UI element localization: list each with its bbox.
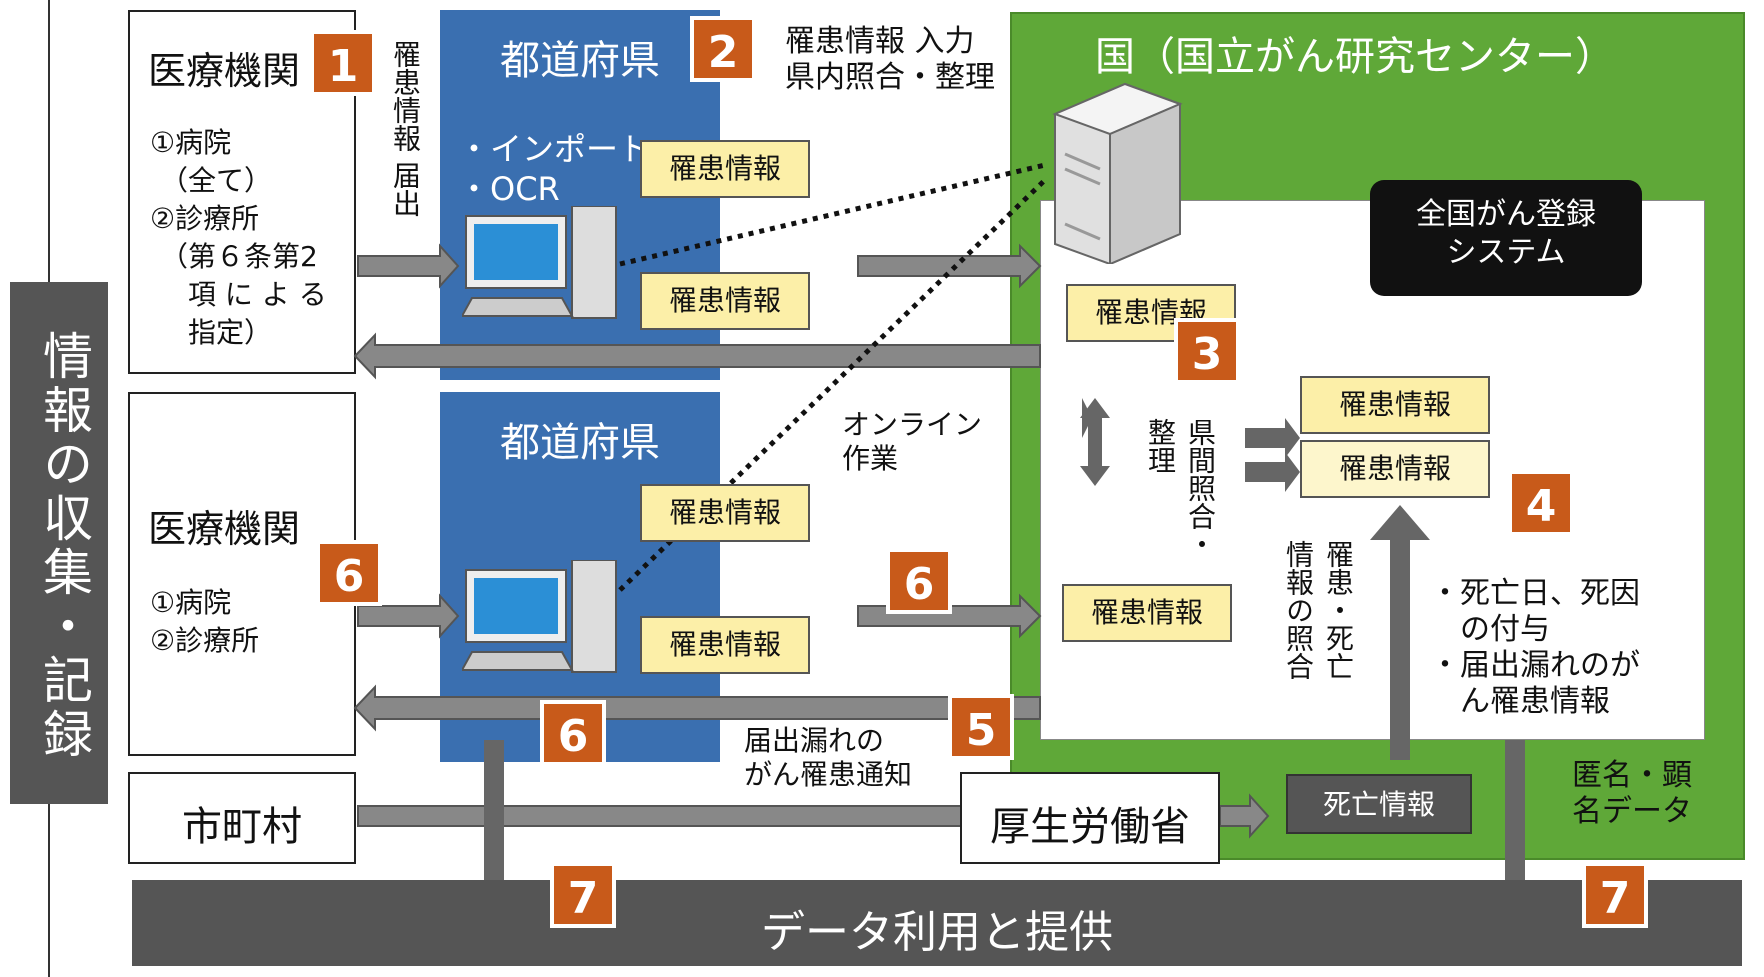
doc-prefecture-top-2: 罹患情報 [640, 272, 810, 330]
prefecture-top-title: 都道府県 [500, 38, 660, 84]
note-missing-notice: 届出漏れの がん罹患通知 [744, 724, 913, 791]
note-anon: 匿名・顕 名データ [1572, 758, 1692, 829]
badge-5: 5 [948, 694, 1014, 760]
prefecture-top-method-1: ・インポート [458, 130, 651, 168]
doc-prefecture-bottom-2: 罹患情報 [640, 616, 810, 674]
national-title: 国（国立がん研究センター） [1095, 34, 1615, 80]
badge-4: 4 [1508, 470, 1574, 536]
municipality-label: 市町村 [182, 804, 302, 850]
hospital-top-item-6: 指定） [160, 316, 273, 349]
badge-3: 3 [1174, 318, 1240, 384]
badge-6-online: 6 [886, 548, 952, 614]
prefecture-bottom-title: 都道府県 [500, 420, 660, 466]
note-online: オンライン 作業 [842, 408, 983, 475]
doc-national-merged-2: 罹患情報 [1300, 440, 1490, 498]
doc-national-merged-1: 罹患情報 [1300, 376, 1490, 434]
hospital-top-item-4: （第６条第2 [160, 240, 318, 273]
mhlw-label: 厚生労働省 [990, 804, 1190, 850]
note-submit: 罹患情報 届出 [389, 40, 422, 217]
computer-icon-bottom [462, 560, 617, 673]
bottom-bar [132, 880, 1742, 966]
hospital-top-item-2: （全て） [160, 164, 273, 197]
doc-prefecture-top-1: 罹患情報 [640, 140, 810, 198]
server-icon [1052, 82, 1183, 264]
hospital-bottom-item-1: ①病院 [150, 586, 232, 619]
municipality-box [128, 772, 356, 864]
note-death-match: 罹患・死亡情報の照合 [1282, 540, 1355, 680]
badge-6-hospital: 6 [316, 540, 382, 606]
note-inter-pref: 県間照合・整理 [1144, 418, 1217, 558]
badge-2: 2 [690, 16, 756, 82]
hospital-bottom-item-2: ②診療所 [150, 624, 260, 657]
note-death-cause: ・死亡日、死因 の付与 ・届出漏れのが ん罹患情報 [1430, 576, 1640, 719]
hospital-top-title: 医療機関 [148, 49, 301, 93]
hospital-top-item-3: ②診療所 [150, 202, 260, 235]
doc-national-online: 罹患情報 [1062, 584, 1232, 642]
doc-prefecture-bottom-1: 罹患情報 [640, 484, 810, 542]
note-input: 罹患情報 入力 県内照合・整理 [785, 24, 995, 95]
badge-6-notice: 6 [540, 700, 606, 766]
badge-7-national: 7 [1582, 862, 1648, 928]
hospital-bottom-title: 医療機関 [148, 507, 301, 551]
left-band-label: 情報の収集・記録 [35, 330, 93, 762]
mhlw-box [960, 772, 1220, 864]
hospital-top-item-1: ①病院 [150, 126, 232, 159]
prefecture-top-method-2: ・OCR [458, 170, 560, 208]
badge-1: 1 [310, 30, 376, 96]
computer-icon-top [462, 206, 617, 319]
left-band [10, 282, 108, 804]
bottom-bar-label: データ利用と提供 [761, 907, 1113, 958]
system-label: 全国がん登録 システム [1370, 180, 1642, 296]
hospital-top-item-5: 項 に よ る [160, 278, 327, 311]
doc-death-info: 死亡情報 [1286, 774, 1472, 834]
badge-7-prefecture: 7 [550, 862, 616, 928]
